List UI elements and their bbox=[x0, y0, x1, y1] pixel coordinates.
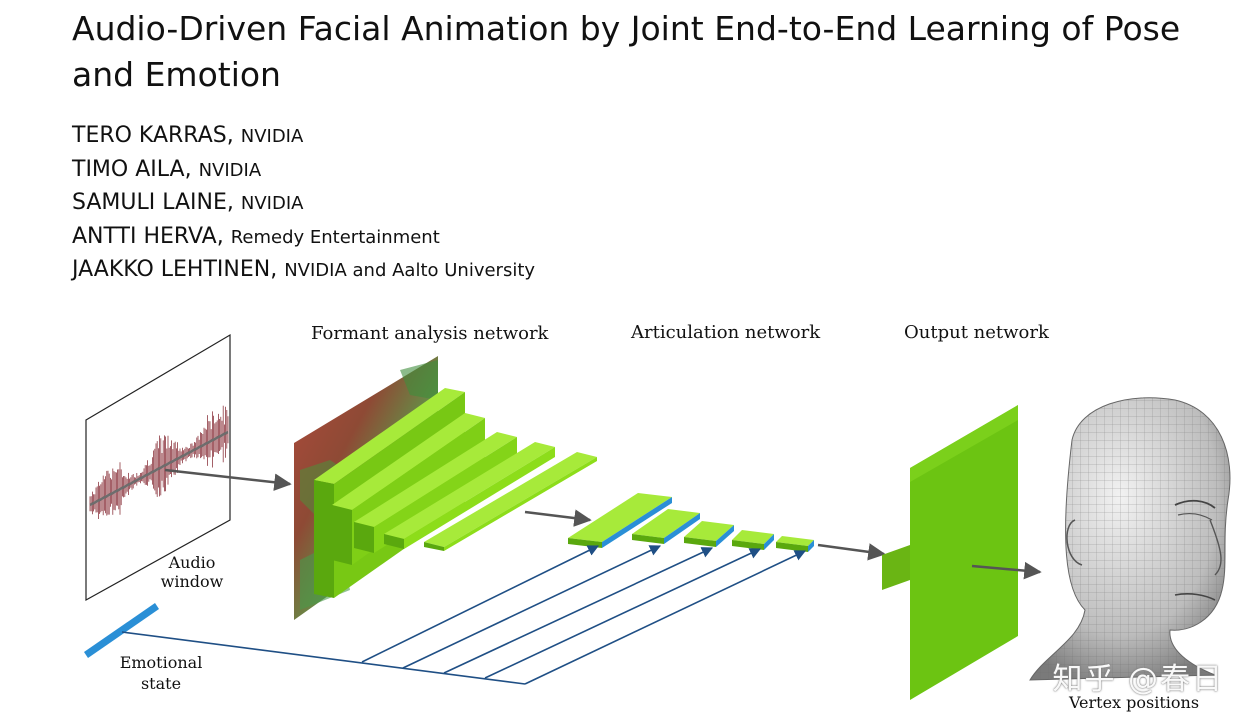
articulation-layers bbox=[568, 493, 814, 552]
arrow-formant-to-articulation bbox=[524, 509, 592, 527]
author-line: SAMULI LAINE, NVIDIA bbox=[72, 190, 304, 215]
arrow-audio-to-formant bbox=[164, 468, 292, 491]
author-line: TIMO AILA, NVIDIA bbox=[72, 156, 262, 182]
arrow-articulation-to-output bbox=[817, 543, 886, 561]
label-emotion-line1: Emotional bbox=[120, 653, 203, 672]
author-affiliation: Remedy Entertainment bbox=[230, 226, 440, 248]
formant-layer-5 bbox=[424, 452, 597, 551]
label-emotion-line2: state bbox=[141, 674, 181, 693]
label-audio-line2: window bbox=[161, 572, 224, 591]
author-affiliation: NVIDIA bbox=[240, 126, 304, 147]
label-formant-network: Formant analysis network bbox=[311, 323, 550, 344]
label-articulation-network: Articulation network bbox=[630, 322, 821, 343]
author-line: TERO KARRAS, NVIDIA bbox=[72, 123, 304, 148]
formant-layer-4 bbox=[384, 442, 555, 549]
author-name: TERO KARRAS bbox=[72, 123, 227, 148]
audio-waveform bbox=[89, 405, 229, 519]
output-large-layer bbox=[910, 405, 1018, 700]
label-audio-line1: Audio bbox=[168, 553, 216, 572]
author-name: JAAKKO LEHTINEN bbox=[72, 257, 271, 282]
label-vertex-positions: Vertex positions bbox=[1068, 693, 1199, 712]
formant-layers bbox=[314, 388, 597, 598]
author-affiliation: NVIDIA bbox=[240, 193, 304, 214]
author-line: ANTTI HERVA, Remedy Entertainment bbox=[72, 223, 440, 249]
waveform-centerline bbox=[89, 430, 229, 507]
author-affiliation: NVIDIA and Aalto University bbox=[284, 260, 536, 281]
output-network-layers bbox=[882, 405, 1018, 700]
author-name: SAMULI LAINE bbox=[72, 190, 227, 215]
author-name: ANTTI HERVA bbox=[72, 223, 217, 249]
articulation-layer-5 bbox=[776, 536, 814, 552]
output-fc-layer bbox=[882, 545, 910, 590]
arrow-output-to-vertex bbox=[971, 561, 1042, 580]
author-line: JAAKKO LEHTINEN, NVIDIA and Aalto Univer… bbox=[72, 257, 536, 282]
articulation-layer-2 bbox=[632, 509, 700, 544]
watermark: 知乎 @春日 bbox=[1052, 662, 1224, 697]
articulation-layer-3 bbox=[684, 521, 734, 547]
label-output-network: Output network bbox=[904, 322, 1050, 343]
audio-window-panel bbox=[85, 333, 231, 602]
paper-title: Audio-Driven Facial Animation by Joint E… bbox=[72, 9, 1181, 94]
author-list: TERO KARRAS, NVIDIA TIMO AILA, NVIDIA SA… bbox=[72, 120, 535, 288]
author-name: TIMO AILA bbox=[72, 156, 185, 182]
emotional-state-bar bbox=[84, 603, 159, 658]
emotion-input-lines bbox=[121, 545, 807, 685]
author-affiliation: NVIDIA bbox=[198, 159, 262, 181]
articulation-layer-4 bbox=[732, 530, 774, 550]
face-mesh-head bbox=[1029, 397, 1231, 681]
